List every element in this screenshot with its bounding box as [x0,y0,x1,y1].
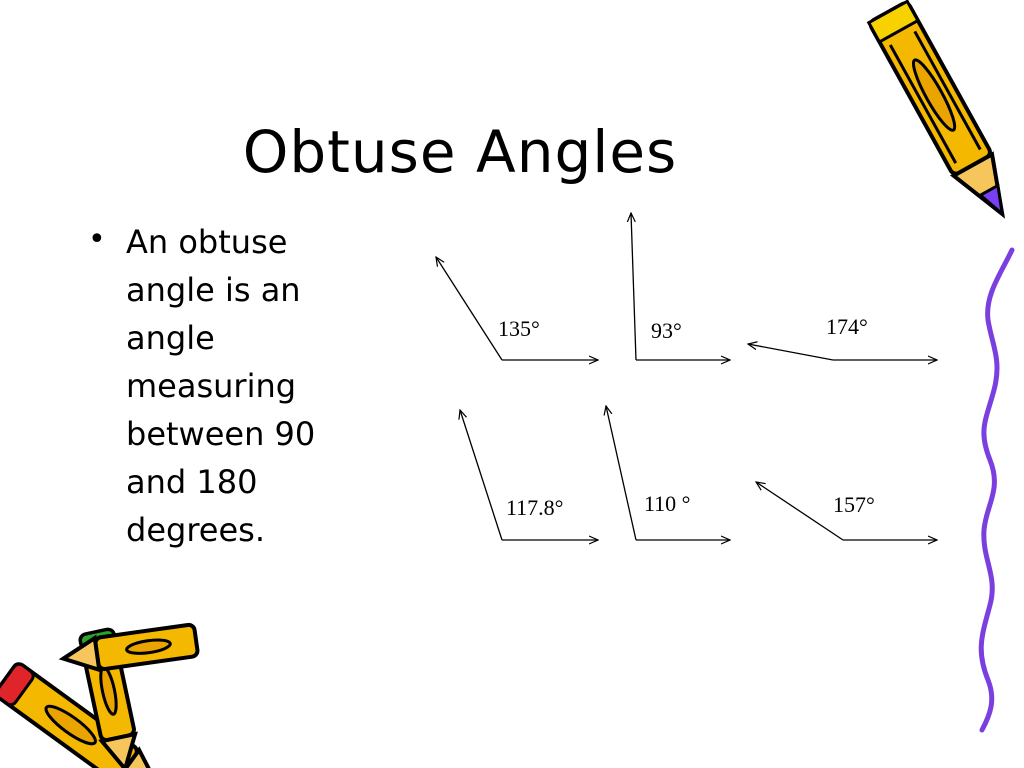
angle-157 [756,482,937,540]
bullet-marker: • [88,222,106,257]
angle-label-117-8: 117.8° [506,495,563,520]
angle-174-side-ray [748,344,834,361]
angle-157-side-ray [756,482,844,541]
angle-110 [606,406,730,540]
angle-label-174: 174° [826,314,868,339]
angle-label-157: 157° [833,492,875,517]
angle-label-135: 135° [498,316,540,341]
angle-110-side-ray [606,406,637,541]
angle-label-93: 93° [651,318,682,343]
slide-title: Obtuse Angles [242,118,678,186]
bullet-text: An obtuse angle is an angle measuring be… [126,223,316,549]
angle-117-8 [460,410,598,540]
angle-93 [631,213,730,360]
angle-93-side-ray [631,213,637,361]
angle-117-8-side-ray [460,410,503,541]
angle-174 [748,344,937,360]
angle-135 [436,257,598,360]
angle-135-side-ray [436,257,503,361]
angle-label-110: 110 ° [644,491,690,516]
